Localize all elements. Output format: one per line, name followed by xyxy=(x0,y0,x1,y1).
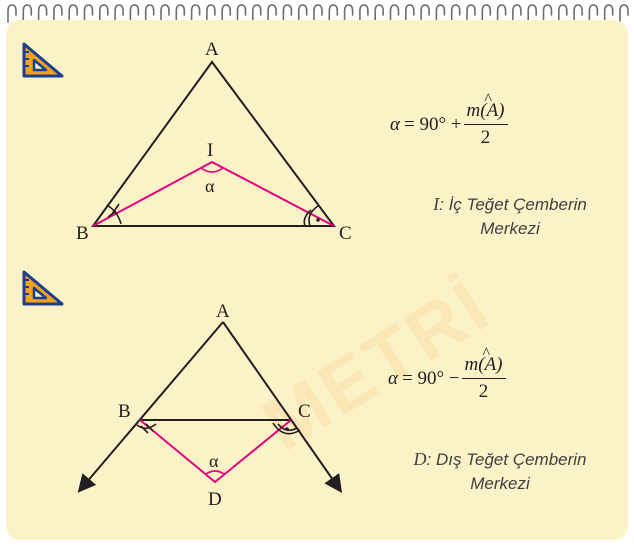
incenter-caption: I: İç Teğet Çemberin Merkezi xyxy=(390,192,630,241)
notebook-ring xyxy=(144,4,155,23)
angle-alpha-arc xyxy=(200,167,224,173)
notebook-ring xyxy=(206,4,216,23)
caption-line2: Merkezi xyxy=(470,474,530,493)
notebook-ring xyxy=(53,4,63,23)
formula-hat: ^ xyxy=(484,91,493,108)
notebook-ring xyxy=(466,4,476,23)
triangle-abc xyxy=(91,60,336,227)
notebook-ring xyxy=(374,4,384,23)
notebook-ring xyxy=(603,4,614,23)
notebook-ring xyxy=(496,4,507,23)
notebook-ring xyxy=(129,4,140,23)
excenter-diagram xyxy=(77,321,343,493)
caption-line1: : Dış Teğet Çemberin xyxy=(426,450,587,469)
excenter-label-d: D xyxy=(208,489,222,510)
angle-alpha-arc xyxy=(205,470,225,475)
notebook-ring xyxy=(99,4,109,23)
notebook-ring xyxy=(542,4,553,23)
notebook-ring xyxy=(359,4,369,23)
notebook-ring xyxy=(512,4,522,23)
formula-alpha: α xyxy=(388,367,398,389)
angle-alpha-label: α xyxy=(205,176,215,196)
caption-letter: I xyxy=(433,194,440,214)
notebook-ring xyxy=(160,4,170,23)
incenter-angle-formula: α = 90° + m(A)^ 2 xyxy=(390,91,508,149)
notebook-ring xyxy=(68,4,78,23)
set-square-ruler-icon xyxy=(22,42,64,78)
notebook-ring xyxy=(267,4,277,23)
caption-line2: Merkezi xyxy=(480,219,540,238)
notebook-ring xyxy=(22,4,33,23)
incenter-label-i: I xyxy=(207,140,214,161)
notebook-ring xyxy=(297,4,308,23)
notebook-ring xyxy=(7,4,17,23)
formula-fraction: m(A)^ 2 xyxy=(463,91,508,149)
notebook-ring xyxy=(221,4,231,23)
notebook-ring xyxy=(190,4,201,23)
notebook-ring xyxy=(420,4,430,23)
vertex-label-b: B xyxy=(76,223,89,244)
notebook-ring xyxy=(481,4,492,23)
notebook-ring xyxy=(37,4,48,23)
notebook-ring xyxy=(619,4,629,23)
vertex-label-b: B xyxy=(118,401,131,422)
notebook-ring xyxy=(175,4,186,23)
excenter-caption: D: Dış Teğet Çemberin Merkezi xyxy=(380,447,620,496)
notebook-ring xyxy=(435,4,446,23)
formula-equals-minus: = 90° − xyxy=(401,367,460,389)
caption-line1: : İç Teğet Çemberin xyxy=(439,195,587,214)
set-square-ruler-icon xyxy=(22,270,64,306)
notebook-ring xyxy=(573,4,583,23)
formula-alpha: α xyxy=(390,113,400,135)
notebook-ring xyxy=(527,4,537,23)
notebook-ring xyxy=(450,4,461,23)
notebook-ring xyxy=(114,4,124,23)
vertex-label-c: C xyxy=(298,401,311,422)
angle-alpha-label: α xyxy=(209,451,219,471)
notebook-ring xyxy=(313,4,323,23)
angle-bisectors-to-incenter xyxy=(92,160,335,227)
formula-denominator: 2 xyxy=(478,381,489,402)
external-bisectors-to-excenter xyxy=(139,419,292,484)
vertex-label-a: A xyxy=(216,301,230,322)
side-ab-extended xyxy=(77,321,224,493)
caption-letter: D xyxy=(413,449,427,469)
notebook-ring xyxy=(83,4,94,23)
incenter-diagram xyxy=(91,60,336,227)
notebook-ring xyxy=(558,4,568,23)
formula-fraction: m(A)^ 2 xyxy=(461,345,506,403)
angle-mark-b xyxy=(106,204,122,225)
formula-numerator: m(A)^ xyxy=(463,91,508,125)
notebook-ring xyxy=(343,4,354,23)
notebook-ring xyxy=(405,4,415,23)
angle-mark-b xyxy=(136,423,157,430)
notebook-ring xyxy=(328,4,339,23)
notebook-rings xyxy=(7,4,629,23)
formula-equals-plus: = 90° + xyxy=(403,113,462,135)
formula-hat: ^ xyxy=(482,345,491,362)
notebook-ring xyxy=(389,4,400,23)
notebook-ring xyxy=(282,4,293,23)
notebook-ring xyxy=(252,4,262,23)
notebook-ring xyxy=(588,4,599,23)
vertex-label-c: C xyxy=(339,223,352,244)
excenter-angle-formula: α = 90° − m(A)^ 2 xyxy=(388,345,506,403)
vertex-label-a: A xyxy=(205,39,219,60)
formula-numerator: m(A)^ xyxy=(461,345,506,379)
notebook-ring xyxy=(236,4,247,23)
formula-denominator: 2 xyxy=(480,127,491,148)
content-card xyxy=(6,20,628,540)
side-ac-extended xyxy=(222,321,343,493)
angle-mark-c xyxy=(303,209,312,227)
